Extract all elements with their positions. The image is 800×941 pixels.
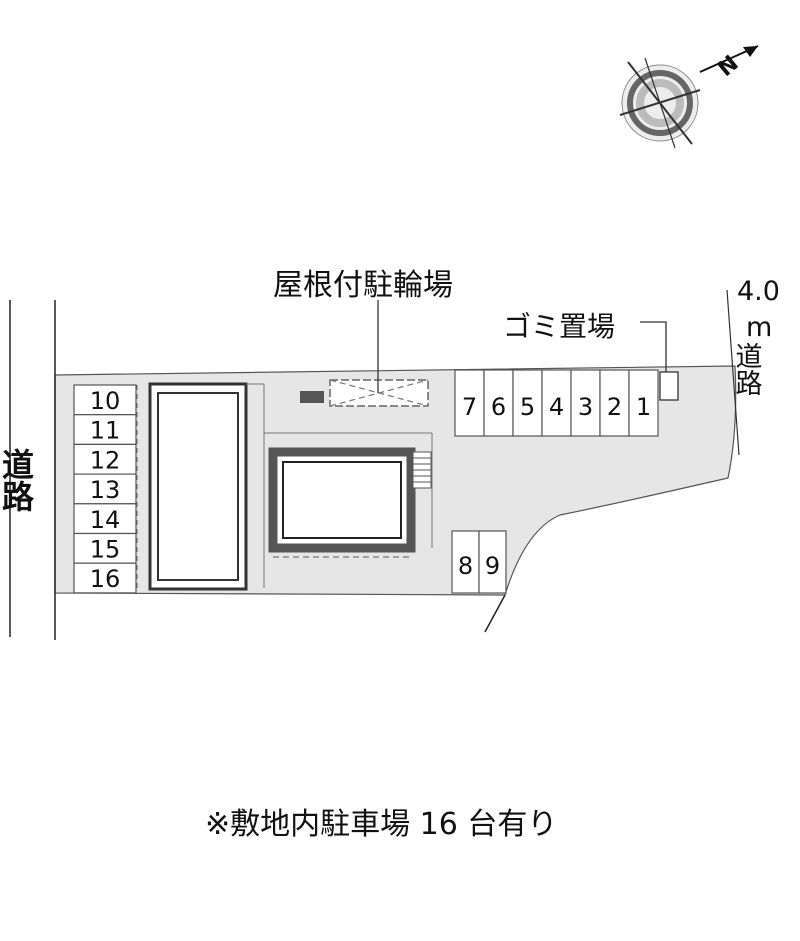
parking-slot (454, 369, 485, 437)
parking-slot-number: 9 (485, 552, 500, 580)
parking-slot (73, 384, 137, 416)
building-annex-inner (282, 461, 402, 539)
compass: N (619, 45, 759, 149)
parking-slot-number: 7 (462, 393, 477, 421)
parking-slot (541, 369, 572, 437)
parking-slot-number: 16 (90, 565, 121, 593)
parking-slot-number: 15 (90, 536, 121, 564)
road-width-label: 4.0 (737, 276, 780, 307)
parking-slot-number: 1 (636, 393, 651, 421)
parking-slot-number: 2 (607, 393, 622, 421)
road-width-unit: m (746, 312, 772, 343)
bicycle-parking-label: 屋根付駐輪場 (273, 268, 453, 303)
parking-slot (73, 414, 137, 446)
parking-slot (73, 503, 137, 535)
parking-slot-number: 11 (90, 417, 121, 445)
parking-slot-number: 13 (90, 476, 121, 504)
parking-count-note: ※敷地内駐車場 16 台有り (205, 807, 557, 842)
parking-slot-number: 4 (549, 393, 564, 421)
road-left-label: 道路 (0, 448, 35, 512)
parking-slot (478, 530, 507, 594)
compass-north-label: N (713, 51, 743, 82)
garbage-area (659, 371, 679, 401)
garbage-leader (640, 321, 667, 372)
parking-slot-number: 14 (90, 506, 121, 534)
parking-slot (599, 369, 630, 437)
building-main-inner (157, 392, 239, 581)
road-right-edge (726, 289, 740, 456)
parking-slot (570, 369, 601, 437)
garbage-label: ゴミ置場 (503, 310, 615, 343)
road-right-edge (484, 594, 506, 633)
parking-slot (73, 532, 137, 564)
road-right-label: 道路 (731, 342, 762, 396)
parking-slot (73, 562, 137, 594)
parking-slot-number: 12 (90, 446, 121, 474)
parking-slot (483, 369, 514, 437)
parking-slot (451, 530, 480, 594)
bicycle-parking (300, 300, 429, 407)
stairs (412, 451, 432, 489)
parking-slot (628, 369, 659, 437)
parking-slot-number: 6 (491, 393, 506, 421)
parking-slot-number: 10 (90, 387, 121, 415)
parking-slot-number: 3 (578, 393, 593, 421)
parking-slot-number: 5 (520, 393, 535, 421)
parking-slot-number: 8 (458, 552, 473, 580)
parking-slot (73, 473, 137, 505)
